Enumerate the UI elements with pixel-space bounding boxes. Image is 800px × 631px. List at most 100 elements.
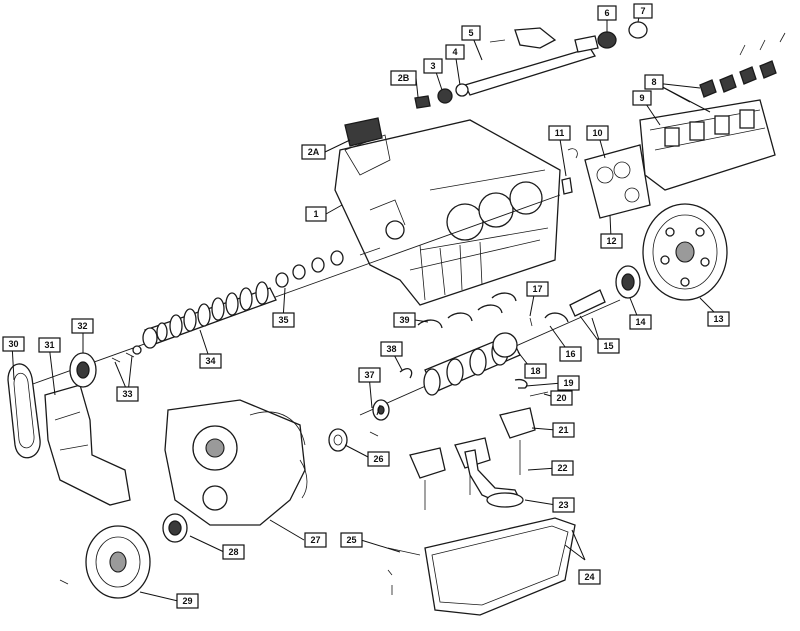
oil-pump-pickup bbox=[464, 449, 524, 508]
svg-text:15: 15 bbox=[603, 341, 613, 351]
svg-text:11: 11 bbox=[555, 128, 565, 138]
svg-text:30: 30 bbox=[8, 339, 18, 349]
svg-text:5: 5 bbox=[468, 28, 473, 38]
cylinder-head bbox=[639, 99, 776, 191]
svg-text:21: 21 bbox=[558, 425, 568, 435]
cam-bearings bbox=[275, 250, 344, 288]
svg-text:25: 25 bbox=[346, 535, 356, 545]
camshaft bbox=[29, 194, 561, 386]
callout-10: 10 bbox=[586, 125, 609, 141]
callout-31: 31 bbox=[38, 337, 61, 353]
small-parts bbox=[399, 317, 549, 397]
svg-text:4: 4 bbox=[452, 47, 457, 57]
svg-text:31: 31 bbox=[44, 340, 54, 350]
callout-2a: 2A bbox=[301, 144, 326, 160]
svg-text:23: 23 bbox=[558, 500, 568, 510]
flywheel bbox=[642, 203, 728, 301]
svg-text:13: 13 bbox=[713, 314, 723, 324]
callout-7: 7 bbox=[633, 3, 653, 19]
svg-text:38: 38 bbox=[386, 344, 396, 354]
svg-text:24: 24 bbox=[584, 572, 594, 582]
rear-main-seal bbox=[544, 289, 606, 323]
callout-25: 25 bbox=[340, 532, 363, 548]
callout-5: 5 bbox=[461, 25, 481, 41]
svg-text:19: 19 bbox=[563, 378, 573, 388]
callout-29: 29 bbox=[176, 593, 199, 609]
callout-22: 22 bbox=[551, 460, 574, 476]
leader-lines bbox=[11, 11, 719, 602]
callout-14: 14 bbox=[629, 314, 652, 330]
svg-text:34: 34 bbox=[205, 356, 215, 366]
crankshaft bbox=[359, 299, 621, 416]
callout-8: 8 bbox=[644, 74, 664, 90]
engine-block bbox=[334, 117, 561, 306]
callout-26: 26 bbox=[367, 451, 390, 467]
oil-pan bbox=[424, 517, 576, 616]
svg-text:14: 14 bbox=[635, 317, 645, 327]
callout-12: 12 bbox=[600, 233, 623, 249]
cam-sprocket bbox=[69, 352, 97, 388]
callout-32: 32 bbox=[71, 318, 94, 334]
svg-text:1: 1 bbox=[313, 209, 318, 219]
svg-text:12: 12 bbox=[606, 236, 616, 246]
callout-20: 20 bbox=[550, 390, 573, 406]
svg-text:26: 26 bbox=[373, 454, 383, 464]
callout-1: 1 bbox=[305, 206, 327, 222]
svg-text:2A: 2A bbox=[308, 147, 320, 157]
callout-39: 39 bbox=[393, 312, 416, 328]
callout-33: 33 bbox=[116, 386, 139, 402]
front-cover-elbow bbox=[44, 384, 131, 506]
crank-spacer bbox=[615, 265, 641, 299]
callout-18: 18 bbox=[524, 363, 547, 379]
callout-19: 19 bbox=[557, 375, 580, 391]
washer-4 bbox=[455, 83, 469, 97]
callout-21: 21 bbox=[552, 422, 575, 438]
callout-23: 23 bbox=[552, 497, 575, 513]
svg-text:29: 29 bbox=[182, 596, 192, 606]
seal-ring-6 bbox=[597, 31, 617, 49]
callout-16: 16 bbox=[559, 346, 582, 362]
plug-2b bbox=[414, 95, 431, 109]
svg-text:32: 32 bbox=[77, 321, 87, 331]
svg-text:22: 22 bbox=[557, 463, 567, 473]
front-seal bbox=[328, 428, 379, 452]
callout-6: 6 bbox=[597, 5, 617, 21]
dowel-pin bbox=[561, 148, 578, 195]
callout-35: 35 bbox=[272, 312, 295, 328]
svg-text:18: 18 bbox=[530, 366, 540, 376]
svg-text:35: 35 bbox=[278, 315, 288, 325]
svg-text:9: 9 bbox=[639, 93, 644, 103]
pan-bolt bbox=[387, 547, 421, 595]
svg-text:17: 17 bbox=[532, 284, 542, 294]
washer-3 bbox=[437, 88, 453, 104]
callout-17: 17 bbox=[526, 281, 549, 297]
head-gasket bbox=[584, 144, 651, 219]
svg-text:28: 28 bbox=[228, 547, 238, 557]
sprocket-bolts bbox=[111, 345, 142, 363]
bracket bbox=[489, 27, 557, 49]
callout-3: 3 bbox=[423, 58, 443, 74]
callout-4: 4 bbox=[445, 44, 465, 60]
rocker-arms bbox=[699, 32, 786, 98]
callout-15: 15 bbox=[597, 338, 620, 354]
callout-11: 11 bbox=[548, 125, 571, 141]
svg-text:7: 7 bbox=[640, 6, 645, 16]
crank-pulley bbox=[59, 525, 151, 599]
svg-text:2B: 2B bbox=[398, 73, 410, 83]
svg-text:8: 8 bbox=[651, 77, 656, 87]
svg-text:39: 39 bbox=[399, 315, 409, 325]
callout-2b: 2B bbox=[390, 70, 417, 86]
crank-sprocket bbox=[372, 399, 390, 421]
timing-chain bbox=[7, 363, 41, 459]
snap-ring-7 bbox=[628, 21, 648, 39]
svg-text:27: 27 bbox=[310, 535, 320, 545]
svg-text:37: 37 bbox=[364, 370, 374, 380]
callout-38: 38 bbox=[380, 341, 403, 357]
svg-text:16: 16 bbox=[565, 349, 575, 359]
svg-text:20: 20 bbox=[556, 393, 566, 403]
svg-text:33: 33 bbox=[122, 389, 132, 399]
callout-13: 13 bbox=[707, 311, 730, 327]
svg-text:6: 6 bbox=[604, 8, 609, 18]
oil-seal bbox=[162, 513, 188, 543]
